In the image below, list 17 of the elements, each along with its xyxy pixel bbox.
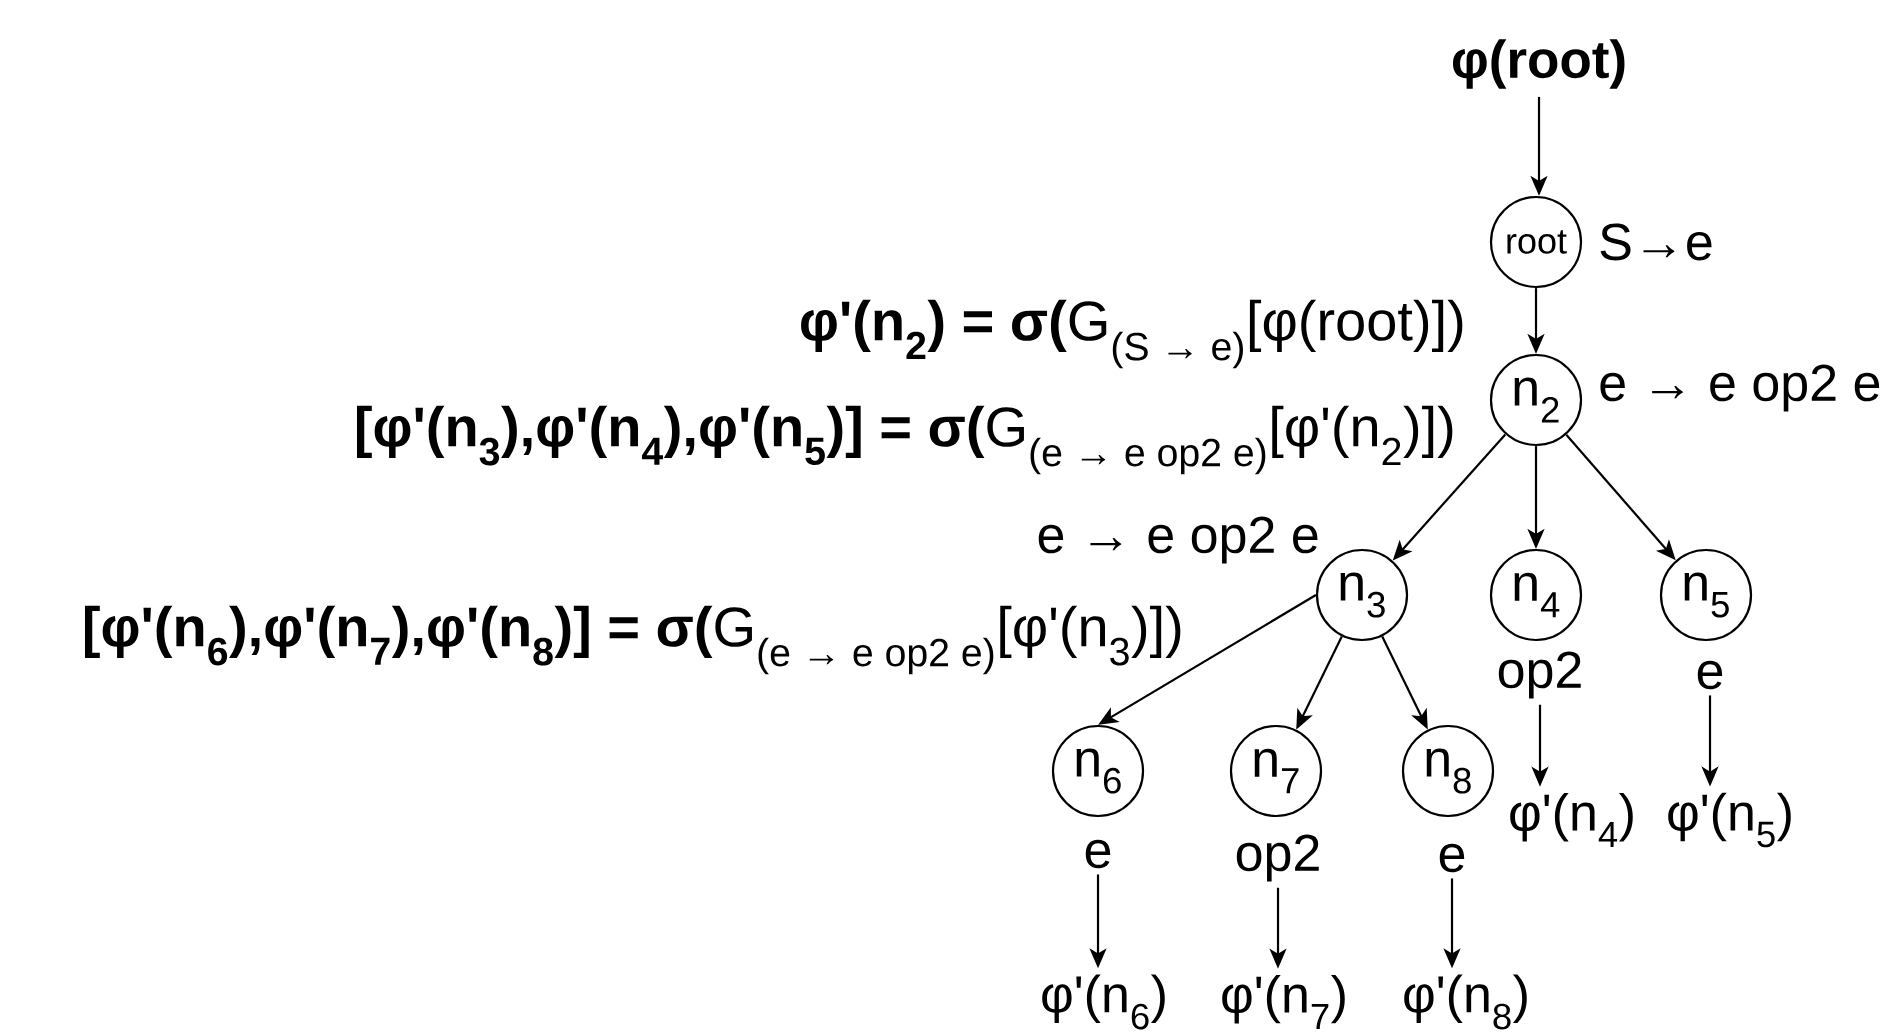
- symbol-label: op2: [1498, 651, 1581, 699]
- production-label: S→e: [1600, 223, 1712, 261]
- production-label: e → e op2 e: [1038, 516, 1318, 564]
- formula-label: $\textbf{φ'(n}_{\textbf{2}}\textbf{) = σ(}\text{G}_{\text{(S → e)}}\text{[φ(root)])}$: [801, 299, 1463, 369]
- formula-label: $\textbf{[φ'(n}_{\textbf{3}}\textbf{),φ'(n}_{\textbf{4}}\textbf{),φ'(n}_{\textbf{5}}\textbf{)] = σ(}\text{G}_{\text{(e → e op2 e)}}\text{[φ'(n}_{\text{2}}\text{)])}$: [357, 405, 1453, 475]
- embedding-label: φ'(n$_{7}$): [1222, 974, 1345, 1030]
- symbol-label: e: [1439, 843, 1465, 873]
- embedding-label: φ'(n$_{5}$): [1668, 792, 1791, 848]
- symbol-label: op2: [1236, 834, 1319, 882]
- symbol-label: e: [1697, 660, 1723, 690]
- production-label: e → e op2 e: [1600, 364, 1880, 412]
- embedding-label: φ'(n$_{6}$): [1042, 974, 1165, 1030]
- embedding-label: φ'(n$_{4}$): [1510, 792, 1633, 848]
- embedding-label: φ'(n$_{8}$): [1404, 974, 1527, 1030]
- symbol-label: e: [1085, 839, 1111, 869]
- root-embedding: φ(root): [1452, 39, 1625, 89]
- formula-label: $\textbf{[φ'(n}_{\textbf{6}}\textbf{),φ'(n}_{\textbf{7}}\textbf{),φ'(n}_{\textbf{8}}\textbf{)] = σ(}\text{G}_{\text{(e → e op2 e)}}\text{[φ'(n}_{\text{3}}\text{)])}$: [85, 605, 1181, 675]
